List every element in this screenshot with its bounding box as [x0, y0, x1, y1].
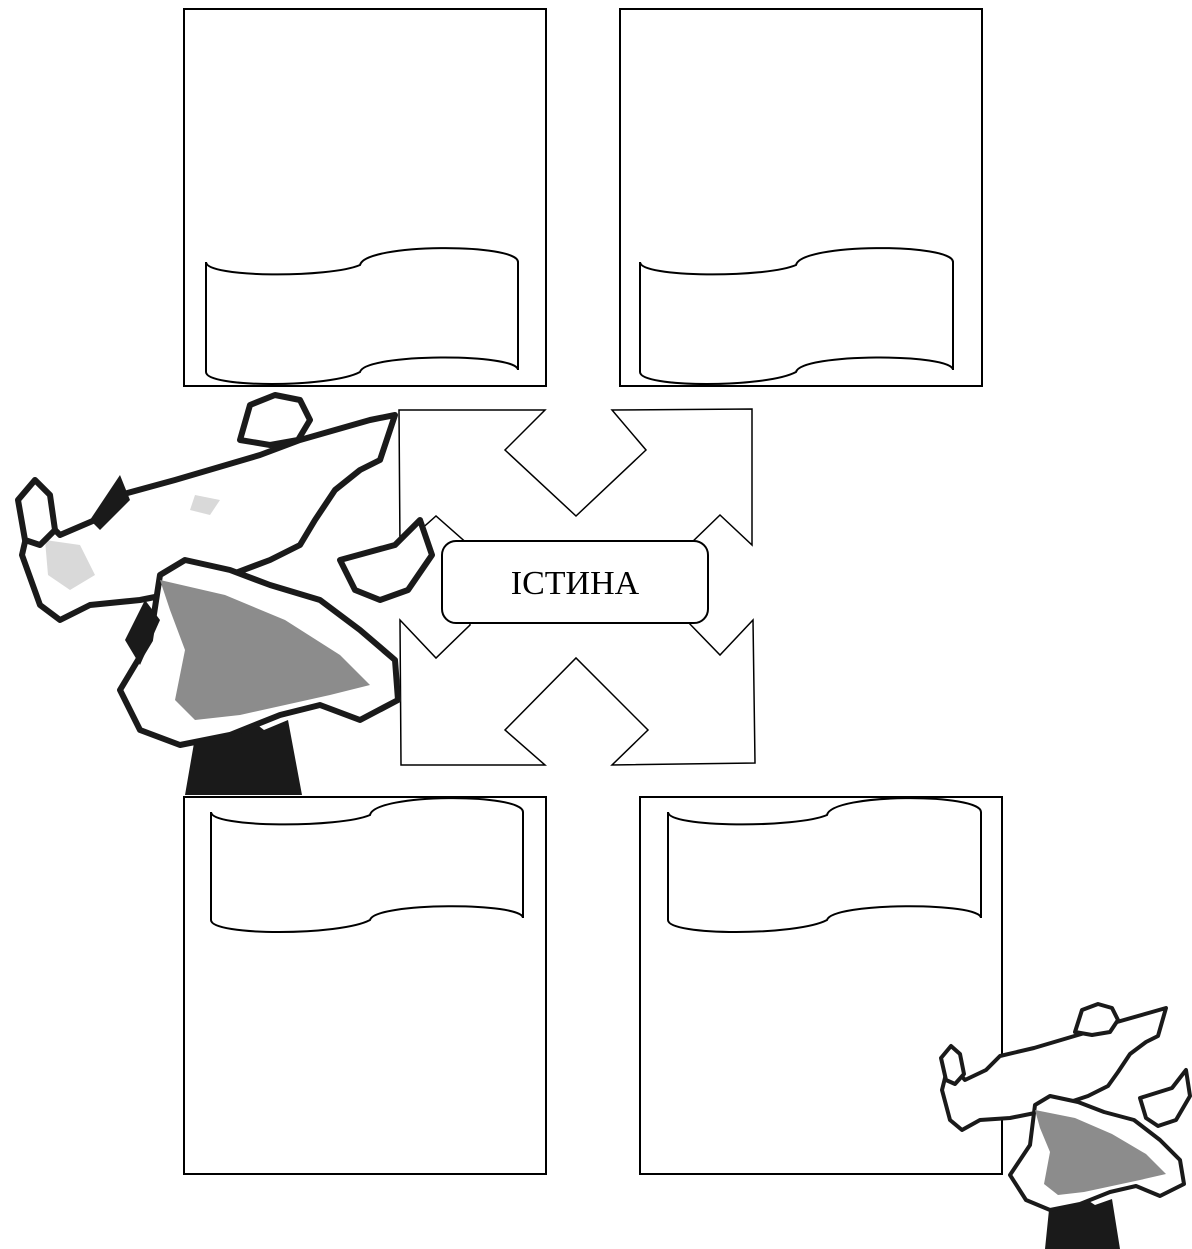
- panel-bottom-left: [184, 797, 546, 1174]
- center-label: ІСТИНА: [511, 565, 640, 602]
- arrows-clipart-large: [18, 395, 432, 795]
- panel-top-right: [620, 9, 982, 386]
- panel-top-left: [184, 9, 546, 386]
